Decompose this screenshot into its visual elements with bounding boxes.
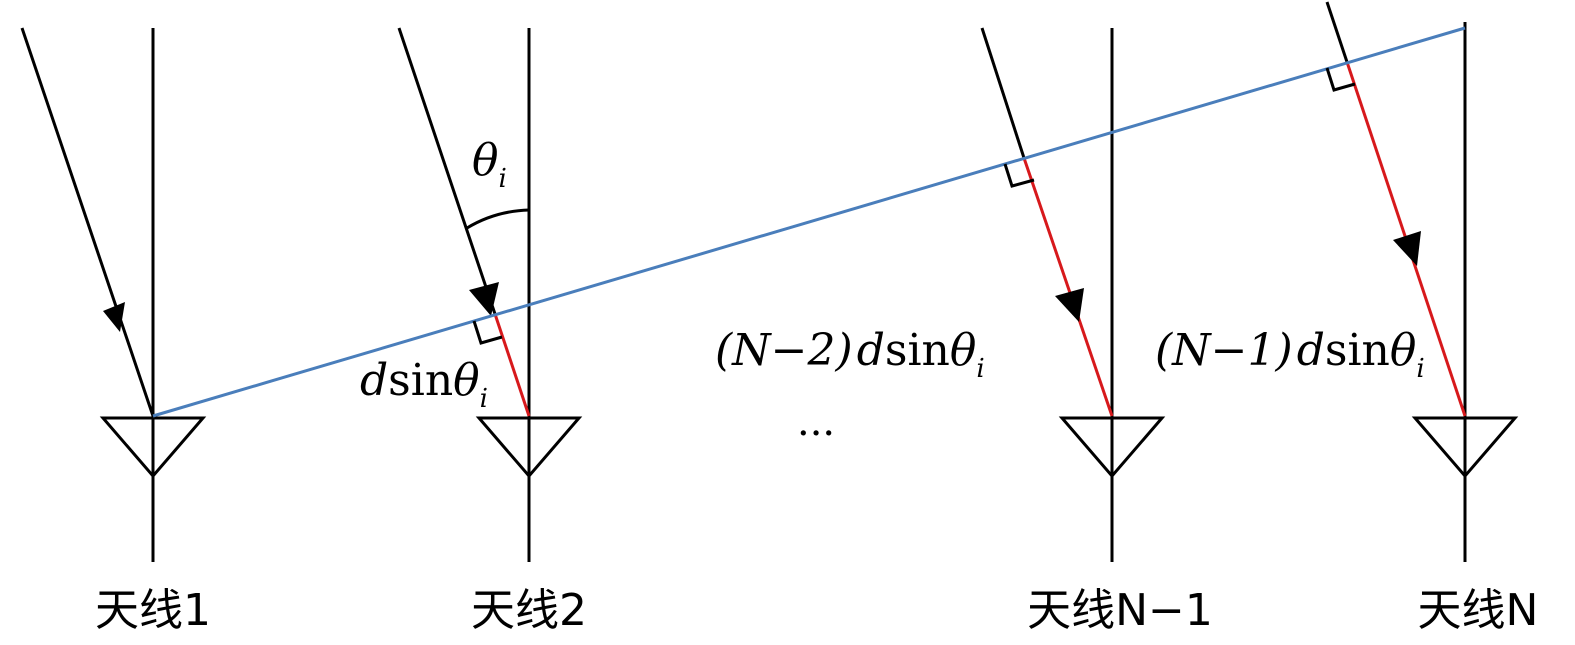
incident-ray-n <box>1325 1 1349 63</box>
path-difference-label-2: dsinθi <box>360 355 488 414</box>
antenna-label-1: 天线1 <box>95 585 211 636</box>
incident-ray-n-minus-1 <box>980 27 1026 159</box>
incident-ray-2 <box>397 27 497 315</box>
right-angle-marker-n-minus-1 <box>1003 163 1035 188</box>
ray-1-arrow-icon <box>103 302 125 332</box>
antenna-label-2: 天线2 <box>471 585 587 636</box>
ray-2-arrow-icon <box>469 282 499 316</box>
path-difference-label-n-minus-1: (N−2)dsinθi <box>715 325 985 384</box>
right-angle-marker-n <box>1325 67 1356 92</box>
incident-ray-1 <box>20 27 155 417</box>
ellipsis: ··· <box>797 411 835 457</box>
antenna-element-n-minus-1-icon <box>1058 416 1166 479</box>
antenna-element-2-icon <box>475 416 583 479</box>
antenna-label-n-minus-1: 天线N−1 <box>1027 585 1213 636</box>
path-difference-label-n: (N−1)dsinθi <box>1155 325 1425 384</box>
ray-n-arrow-icon <box>1393 231 1421 266</box>
ray-n-minus-1-arrow-icon <box>1055 288 1084 322</box>
path-difference-n-minus-1 <box>1022 157 1114 417</box>
incident-angle-label: θi <box>472 135 507 194</box>
antenna-element-1-icon <box>99 416 207 479</box>
antenna-label-n: 天线N <box>1418 585 1539 636</box>
right-angle-marker-2 <box>472 320 503 345</box>
incident-angle-arc <box>466 208 530 230</box>
path-difference-2 <box>493 313 531 417</box>
antenna-element-n-icon <box>1411 416 1519 479</box>
wavefront-line <box>152 26 1466 418</box>
